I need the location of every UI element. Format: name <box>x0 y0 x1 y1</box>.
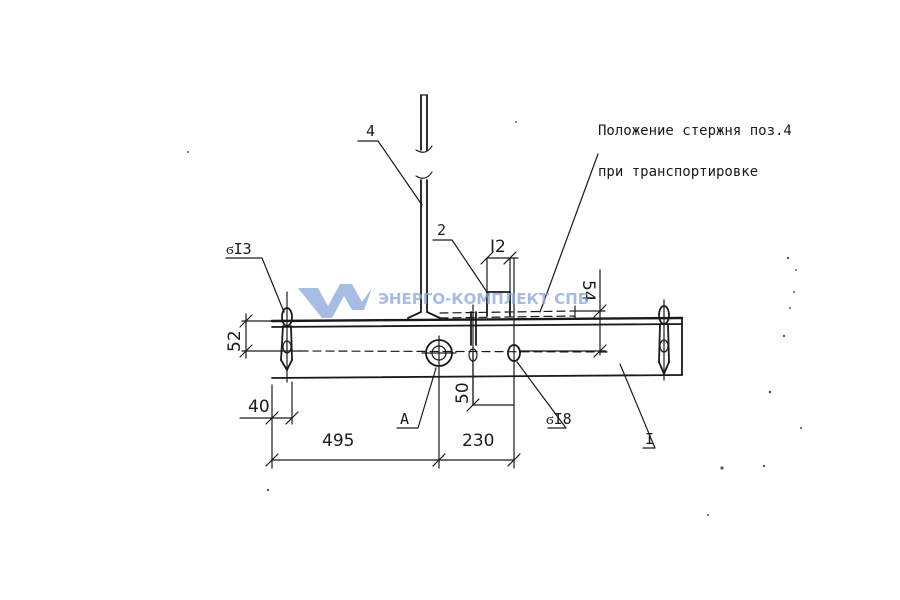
hole-18 <box>507 257 521 469</box>
beam <box>270 316 684 379</box>
label-hole-18: ϭI8 <box>546 410 572 428</box>
label-rod-4: 4 <box>366 122 375 140</box>
watermark-logo-icon <box>298 284 372 318</box>
watermark: ЭНЕРГО-КОМПЛЕКТ СПБ <box>298 284 589 318</box>
dim-230: 230 <box>462 431 494 451</box>
dimension-lines <box>239 251 607 469</box>
note-line-2: при транспортировке <box>598 164 758 180</box>
watermark-text: ЭНЕРГО-КОМПЛЕКТ СПБ <box>378 290 589 308</box>
dim-12: I2 <box>490 237 506 257</box>
dim-40: 40 <box>248 397 270 417</box>
rod-transport-position <box>439 305 576 319</box>
dim-52: 52 <box>225 330 245 352</box>
rod-pos4 <box>407 94 441 319</box>
dim-495: 495 <box>322 431 354 451</box>
leader-lines <box>225 140 656 449</box>
label-hole-13: ϭI3 <box>226 240 252 258</box>
label-detail-a: A <box>400 410 409 428</box>
right-fastener <box>658 299 670 381</box>
dim-50: 50 <box>453 382 473 404</box>
left-fastener <box>280 291 293 383</box>
bracket-pos2 <box>486 291 511 317</box>
scan-specks <box>187 121 802 516</box>
note-line-1: Положение стержня поз.4 <box>598 123 792 139</box>
label-bracket-2: 2 <box>437 221 446 239</box>
dim-54: 54 <box>578 280 598 302</box>
hole-a <box>421 335 457 469</box>
label-beam-i: I <box>645 430 654 448</box>
